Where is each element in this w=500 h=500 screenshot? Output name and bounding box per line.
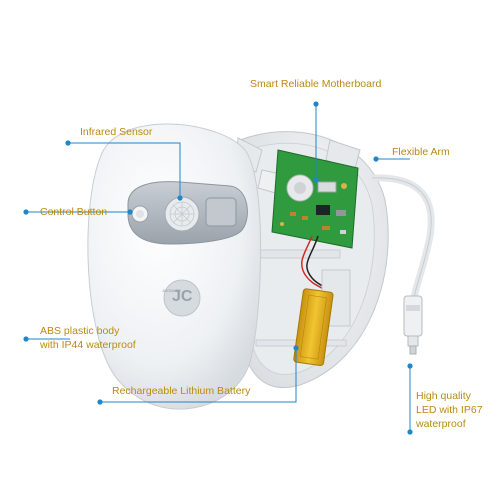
label-led: High quality LED with IP67 waterproof [416, 389, 483, 431]
label-abs-body: ABS plastic body with IP44 waterproof [40, 324, 136, 352]
led-line-1: High quality [416, 390, 471, 402]
leader-lines [26, 104, 411, 432]
label-smart-motherboard: Smart Reliable Motherboard [250, 78, 382, 90]
lithium-battery [293, 288, 334, 367]
front-cover [87, 123, 262, 410]
motherboard [271, 149, 359, 249]
label-infrared-sensor: Infrared Sensor [80, 126, 153, 138]
label-control-button: Control Button [40, 206, 108, 218]
flexible-arm [368, 174, 435, 355]
logo-top-text: JOOMATE [162, 288, 182, 293]
abs-body-line-1: ABS plastic body [40, 325, 120, 337]
logo-main-text: JC [172, 288, 193, 305]
abs-body-line-2: with IP44 waterproof [40, 339, 136, 351]
led-line-2: LED with IP67 [416, 404, 483, 416]
label-battery: Rechargeable Lithium Battery [112, 385, 251, 397]
label-flexible-arm: Flexible Arm [392, 146, 450, 158]
brand-logo [163, 279, 201, 317]
leader-dots [23, 101, 413, 435]
led-line-3: waterproof [416, 418, 466, 430]
